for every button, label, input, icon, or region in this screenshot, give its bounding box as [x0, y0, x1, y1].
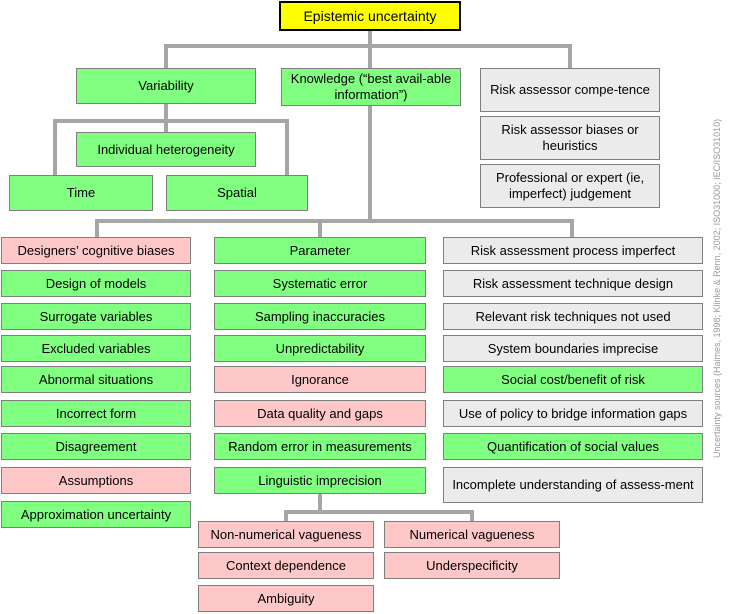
individual-heterogeneity-box: Individual heterogeneity: [76, 132, 256, 167]
connector-variability-bar: [53, 119, 289, 175]
right-item: System boundaries imprecise: [443, 335, 703, 362]
left-item: Abnormal situations: [1, 366, 191, 393]
spatial-box: Spatial: [166, 175, 308, 211]
connector-linguistic-bar: [284, 510, 474, 521]
linguistic-child-item: Ambiguity: [198, 585, 374, 612]
linguistic-imprecision-box: Linguistic imprecision: [214, 467, 426, 494]
risk-assessor-biases-box: Risk assessor biases or heuristics: [480, 116, 660, 160]
right-item: Relevant risk techniques not used: [443, 303, 703, 330]
right-item: Use of policy to bridge information gaps: [443, 400, 703, 427]
middle-item: Random error in measurements: [214, 433, 426, 460]
variability-box: Variability: [76, 68, 256, 104]
linguistic-child-item: Non-numerical vagueness: [198, 521, 374, 548]
source-note: Uncertainty sources (Haimes, 1998; Klink…: [712, 118, 722, 458]
middle-item: Ignorance: [214, 366, 426, 393]
expert-judgement-box: Professional or expert (ie, imperfect) j…: [480, 164, 660, 208]
linguistic-child-item: Context dependence: [198, 552, 374, 579]
left-item: Surrogate variables: [1, 303, 191, 330]
right-item: Quantification of social values: [443, 433, 703, 460]
linguistic-child-item: Numerical vagueness: [384, 521, 560, 548]
right-item: Incomplete understanding of assess-ment: [443, 467, 703, 503]
right-item: Risk assessment process imperfect: [443, 237, 703, 264]
left-item: Design of models: [1, 270, 191, 297]
left-item: Excluded variables: [1, 335, 191, 362]
risk-assessor-competence-box: Risk assessor compe-tence: [480, 68, 660, 112]
time-box: Time: [9, 175, 153, 211]
connector-columns-bar: [95, 219, 574, 237]
left-item: Incorrect form: [1, 400, 191, 427]
middle-item: Data quality and gaps: [214, 400, 426, 427]
right-item: Social cost/benefit of risk: [443, 366, 703, 393]
middle-item: Sampling inaccuracies: [214, 303, 426, 330]
middle-item: Parameter: [214, 237, 426, 264]
left-item: Approximation uncertainty: [1, 501, 191, 528]
title-box: Epistemic uncertainty: [279, 1, 461, 31]
left-item: Disagreement: [1, 433, 191, 460]
right-item: Risk assessment technique design: [443, 270, 703, 297]
linguistic-child-item: Underspecificity: [384, 552, 560, 579]
left-item: Assumptions: [1, 467, 191, 494]
middle-item: Unpredictability: [214, 335, 426, 362]
middle-item: Systematic error: [214, 270, 426, 297]
knowledge-box: Knowledge (“best avail-able information”…: [281, 68, 461, 106]
left-item: Designers’ cognitive biases: [1, 237, 191, 264]
